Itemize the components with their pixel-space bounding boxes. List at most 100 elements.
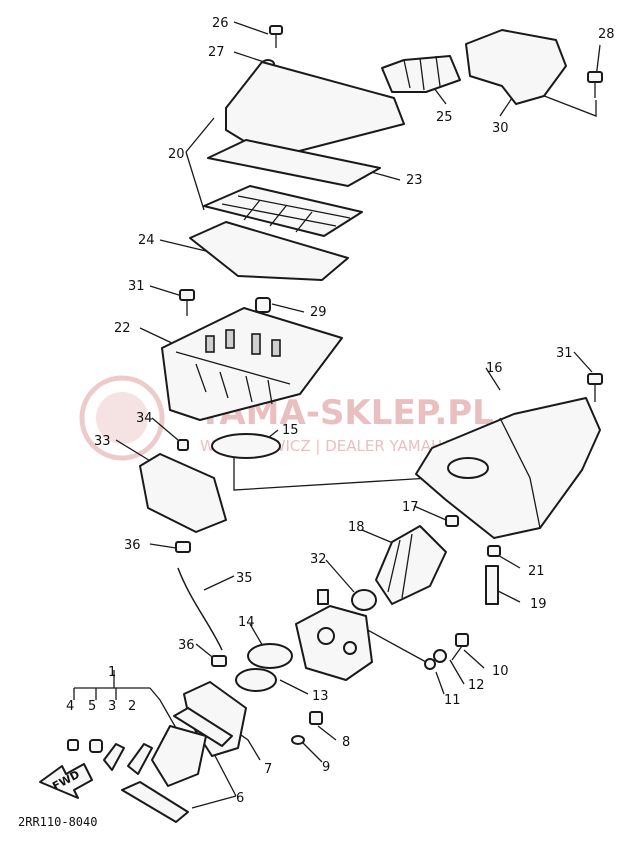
leader-12 xyxy=(449,659,465,685)
leader-6 xyxy=(191,749,237,809)
part-label-15: 15 xyxy=(282,423,299,438)
part-30-silencer xyxy=(465,29,567,105)
part-label-5: 5 xyxy=(88,699,96,714)
leader-1-bracket xyxy=(73,670,177,729)
part-label-31: 31 xyxy=(128,279,145,294)
part-36-clip-upper xyxy=(175,541,191,553)
part-16-box xyxy=(415,397,601,539)
part-32-clamp xyxy=(351,589,377,611)
leader-26 xyxy=(233,21,269,35)
part-21-clamp xyxy=(487,545,501,557)
part-label-4: 4 xyxy=(66,699,74,714)
part-label-13: 13 xyxy=(312,689,329,704)
part-label-9: 9 xyxy=(322,760,330,775)
leader-10 xyxy=(463,649,485,669)
part-label-35: 35 xyxy=(236,571,253,586)
part-2-reed xyxy=(127,743,153,775)
part-label-10: 10 xyxy=(492,664,509,679)
fwd-arrow: FWD xyxy=(39,763,93,799)
leader-32 xyxy=(325,559,355,593)
part-10-bolt xyxy=(451,633,469,661)
part-15-oring xyxy=(211,433,281,459)
part-31-bolt-left xyxy=(179,289,195,316)
part-3-stopper xyxy=(103,743,125,771)
part-label-29: 29 xyxy=(310,305,327,320)
leader-34 xyxy=(151,417,179,441)
part-label-20: 20 xyxy=(168,147,185,162)
part-25-joint xyxy=(381,55,461,93)
leader-17 xyxy=(413,505,447,521)
leader-lines xyxy=(73,21,601,809)
part-label-36: 36 xyxy=(124,538,141,553)
part-label-14: 14 xyxy=(238,615,255,630)
part-label-31: 31 xyxy=(556,346,573,361)
leader-16 xyxy=(485,367,501,391)
leader-13 xyxy=(279,679,309,695)
leader-31b xyxy=(573,351,593,373)
part-label-17: 17 xyxy=(402,500,419,515)
diagram-code: 2RR110-8040 xyxy=(18,815,97,829)
leader-carb-bolt xyxy=(363,627,427,663)
part-6-gasket-upper xyxy=(173,707,233,747)
part-label-26: 26 xyxy=(212,16,229,31)
leader-25 xyxy=(433,87,447,105)
part-carburetor xyxy=(295,589,373,681)
part-label-12: 12 xyxy=(468,678,485,693)
part-label-6: 6 xyxy=(236,791,244,806)
part-label-2: 2 xyxy=(128,699,136,714)
leader-29 xyxy=(271,303,305,313)
leader-28-path xyxy=(533,91,597,117)
part-label-27: 27 xyxy=(208,45,225,60)
part-label-33: 33 xyxy=(94,434,111,449)
part-label-1: 1 xyxy=(108,665,116,680)
part-26-screw xyxy=(269,25,283,48)
part-8-bolt xyxy=(309,711,323,725)
part-9-washer xyxy=(291,735,305,745)
watermark-logo-ring xyxy=(79,375,165,461)
part-label-32: 32 xyxy=(310,552,327,567)
watermark-logo-core xyxy=(96,392,148,444)
part-label-19: 19 xyxy=(530,597,547,612)
part-label-36: 36 xyxy=(178,638,195,653)
leader-15-path xyxy=(233,452,431,491)
part-4-screw xyxy=(67,739,79,751)
part-6-gasket-lower xyxy=(121,781,189,823)
part-label-28: 28 xyxy=(598,27,615,42)
part-12-washer xyxy=(433,649,447,663)
part-14-gasket xyxy=(247,643,293,669)
part-28-bolt xyxy=(587,71,603,98)
leader-8 xyxy=(317,725,337,741)
leader-11 xyxy=(435,671,445,695)
part-23-gasket xyxy=(207,139,381,187)
part-label-11: 11 xyxy=(444,693,461,708)
part-label-22: 22 xyxy=(114,321,131,336)
part-34-bolt xyxy=(177,439,189,451)
parts: FWD xyxy=(39,25,603,823)
part-label-7: 7 xyxy=(264,762,272,777)
part-11-washer xyxy=(424,658,436,670)
leader-36a xyxy=(149,543,177,549)
part-31-bolt-right xyxy=(587,373,603,402)
part-label-3: 3 xyxy=(108,699,116,714)
leader-22 xyxy=(139,327,175,345)
leader-35 xyxy=(203,575,235,591)
part-label-34: 34 xyxy=(136,411,153,426)
part-element-frame xyxy=(203,185,363,237)
leader-19 xyxy=(495,589,521,603)
part-19-hose xyxy=(485,565,499,605)
leader-20 xyxy=(185,117,215,211)
leader-30 xyxy=(499,97,513,117)
part-label-24: 24 xyxy=(138,233,155,248)
part-number-labels: 2627282530202324312922163134153317361821… xyxy=(66,16,615,806)
part-label-21: 21 xyxy=(528,564,545,579)
part-13-joint xyxy=(235,668,277,692)
part-18-joint xyxy=(375,525,447,605)
part-36-clip-lower xyxy=(211,655,227,667)
part-22-case xyxy=(161,307,343,421)
leader-9 xyxy=(301,741,323,763)
part-17-clamp xyxy=(445,515,459,527)
part-33-bracket xyxy=(139,453,227,533)
part-29-grommet xyxy=(255,297,271,313)
